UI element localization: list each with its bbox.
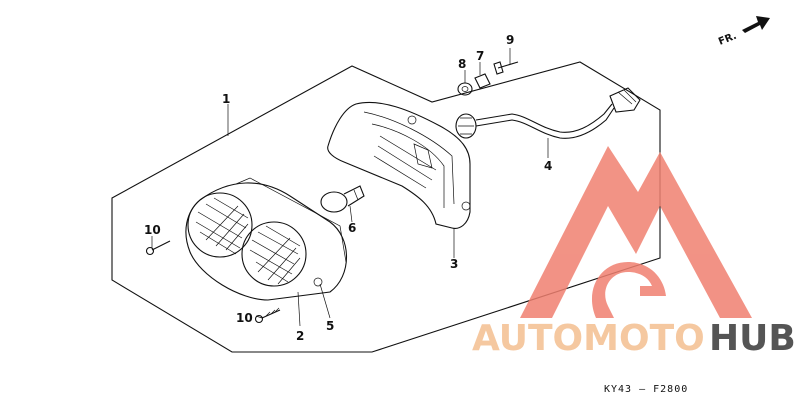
watermark-word-left: AUTOMOTO (472, 318, 705, 359)
callout-10-lower: 10 (236, 311, 253, 325)
callout-3: 3 (450, 257, 458, 271)
socket-harness (455, 87, 641, 139)
arrow-right-icon (742, 16, 770, 33)
drawing-code: KY43 — F2800 (604, 384, 688, 395)
callout-1: 1 (222, 92, 230, 106)
callout-8: 8 (458, 57, 466, 71)
bulb (320, 185, 365, 213)
collar (474, 73, 491, 89)
tail-lens (185, 177, 348, 301)
watermark-word-right: HUB (709, 318, 796, 359)
callout-6: 6 (348, 221, 356, 235)
screw-upper (145, 240, 171, 256)
callout-7: 7 (476, 49, 484, 63)
callout-4: 4 (544, 159, 552, 173)
leader-lines (151, 48, 549, 327)
callout-9: 9 (506, 33, 514, 47)
callout-2: 2 (296, 329, 304, 343)
callout-5: 5 (326, 319, 334, 333)
screw-lower (254, 307, 281, 324)
bolt (493, 61, 519, 75)
lens-crosshatch (195, 197, 301, 285)
triangle-mark-icon (520, 146, 752, 318)
callout-10-upper: 10 (144, 223, 161, 237)
front-arrow-indicator: FR. (717, 16, 770, 48)
front-label: FR. (717, 31, 738, 48)
housing (327, 101, 471, 229)
watermark-logo (520, 146, 752, 318)
